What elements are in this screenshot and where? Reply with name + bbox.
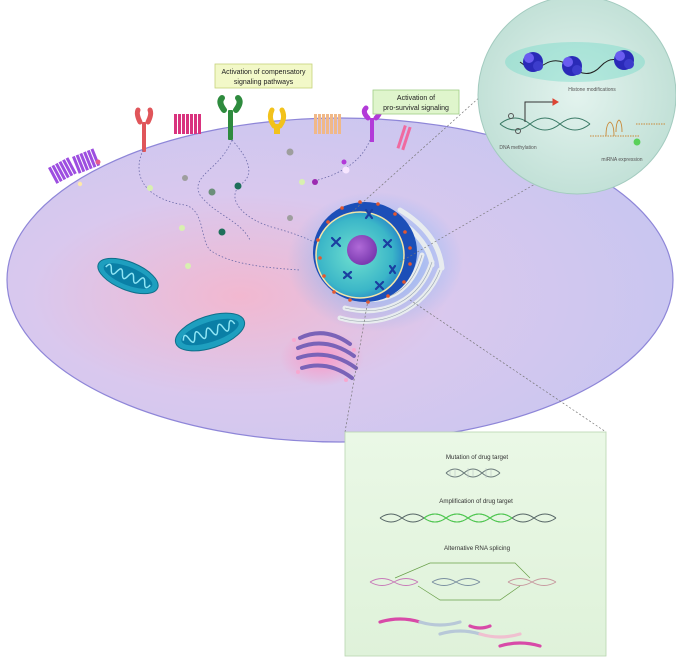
molecule-dot	[208, 188, 216, 196]
pathway-line	[138, 149, 301, 271]
dna-methylation-label: DNA methylation	[499, 145, 536, 151]
golgi-apparatus	[280, 330, 364, 386]
mirna-icon	[590, 119, 666, 146]
receptor-gpcr-pink	[174, 114, 201, 134]
mitochondrion-2	[174, 312, 246, 352]
prosurvival-label-box: Activation of pro-survival signaling	[372, 89, 460, 115]
histone-label: Histone modifications	[568, 87, 616, 93]
mrna-strands	[378, 617, 542, 648]
molecule-dot	[341, 159, 347, 165]
receptor-green	[217, 95, 243, 140]
nucleolus	[347, 235, 377, 265]
amplification-label: Amplification of drug target	[439, 498, 513, 505]
mitochondrion-1	[97, 257, 159, 295]
receptor-red	[134, 107, 154, 152]
molecule-dot	[234, 182, 242, 190]
molecule-dot	[287, 215, 293, 221]
compensatory-label-line1: Activation of compensatory	[221, 69, 306, 76]
receptor-gpcr-peach	[314, 114, 341, 134]
epigenetics-circle	[477, 0, 676, 195]
compensatory-label-box: Activation of compensatory signaling pat…	[214, 63, 313, 89]
zoom-lines	[344, 94, 621, 433]
prosurvival-label-line2: pro-survival signaling	[383, 105, 449, 112]
molecule-dot	[179, 225, 185, 231]
dna-helix-amplification	[379, 513, 557, 523]
receptor-yellow	[267, 107, 287, 134]
splicing-label: Alternative RNA splicing	[444, 545, 511, 552]
signaling-molecules	[147, 148, 350, 269]
nucleus-complex	[287, 192, 463, 332]
prosurvival-label-line1: Activation of	[397, 95, 435, 102]
pathway-line	[197, 139, 251, 241]
mutation-label: Mutation of drug target	[446, 454, 509, 461]
nucleosome-2	[562, 56, 582, 76]
membrane-receptors	[48, 95, 412, 187]
dna-methylation-icon	[499, 98, 591, 134]
compensatory-label-line2: signaling pathways	[234, 79, 294, 86]
chromosomes	[330, 208, 397, 291]
nucleosome-3	[614, 50, 634, 70]
ligand-dot	[95, 159, 101, 165]
receptor-gpcr-purple-1	[48, 157, 77, 184]
molecule-dot	[147, 185, 153, 191]
epigenetics-panel: Histone modifications DNA methylation mi…	[477, 0, 676, 195]
splicing-diagram	[369, 562, 557, 601]
nucleosome-1	[523, 52, 543, 72]
molecule-dot	[299, 179, 305, 185]
genetic-alterations-panel: Mutation of drug target Amplification of…	[344, 431, 607, 657]
molecule-dot	[185, 263, 191, 269]
label-box-bg	[372, 89, 460, 115]
molecule-dot	[218, 228, 226, 236]
molecule-dot	[312, 179, 318, 185]
molecule-dot	[286, 148, 294, 156]
molecule-dot	[182, 175, 188, 181]
ligand-dot	[77, 181, 83, 187]
molecule-dot	[342, 166, 350, 174]
label-box-bg	[214, 63, 313, 89]
mirna-label: miRNA expression	[601, 157, 642, 163]
receptor-pink-bars	[396, 125, 412, 151]
pathway-line	[317, 139, 371, 181]
dna-helix-mutation	[445, 468, 501, 478]
